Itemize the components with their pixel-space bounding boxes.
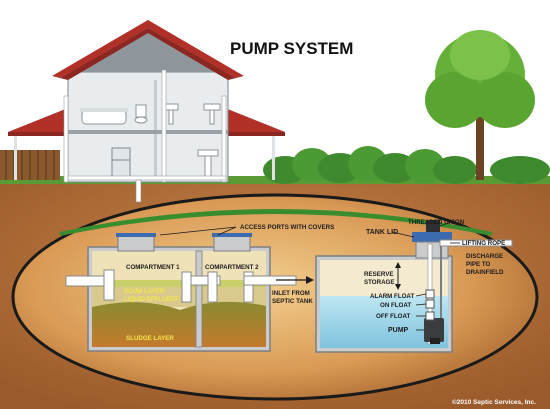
label-alarm-float: ALARM FLOAT [370,293,414,300]
bushes [263,146,550,184]
label-access-ports: ACCESS PORTS WITH COVERS [240,224,334,231]
label-threaded-union: THREADED UNION [408,219,465,226]
label-off-float: OFF FLOAT [376,313,410,320]
pump-tank [315,220,513,353]
fence [0,150,60,180]
label-sludge-layer: SLUDGE LAYER [126,335,174,342]
tree [425,30,535,180]
label-tank-lid: TANK LID [366,229,398,236]
label-compartment-2: COMPARTMENT 2 [205,264,259,271]
label-liquid-effluent: LIQUID EFFLUENT [124,296,179,303]
label-reserve-line2: STORAGE [364,279,394,286]
label-discharge-line3: DRAINFIELD [466,269,504,276]
label-compartment-1: COMPARTMENT 1 [126,264,180,271]
label-scum-layer: SCUM LAYER [124,288,165,295]
label-discharge-line1: DISCHARGE [466,253,503,260]
leader-lines [159,221,460,331]
septic-tank [65,233,297,352]
copyright: ©2010 Septic Services, Inc. [452,398,536,406]
house [8,20,285,183]
label-inlet-line1: INLET FROM [272,290,310,297]
cutaway-grass [60,209,492,236]
label-pump: PUMP [388,327,409,334]
label-reserve-line1: RESERVE [364,271,393,278]
label-discharge-line2: PIPE TO [466,261,490,268]
label-inlet-line2: SEPTIC TANK [272,298,313,305]
flow-arrow [276,276,314,284]
house-drain-pipe [135,179,142,203]
diagram-title: PUMP SYSTEM [230,39,353,58]
label-on-float: ON FLOAT [380,302,411,309]
label-lifting-rope: LIFTING ROPE [462,240,505,247]
